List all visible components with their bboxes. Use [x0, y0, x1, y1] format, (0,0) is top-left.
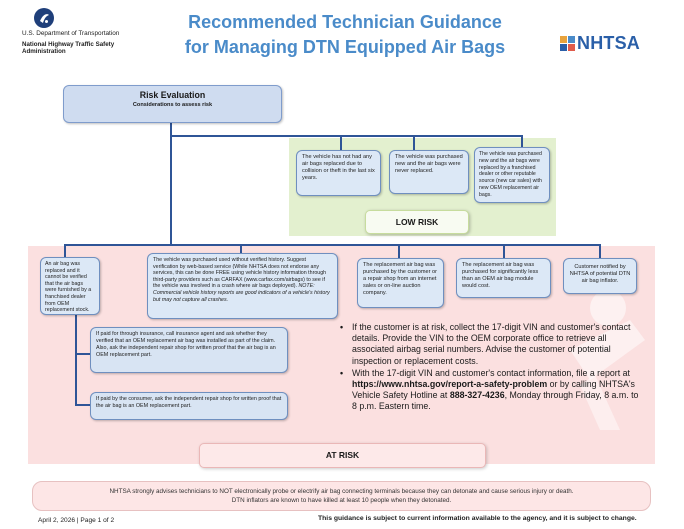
agency-name: National Highway Traffic Safety Administ…	[22, 41, 115, 55]
connector-risk-bar	[64, 244, 600, 246]
connector-low-1	[340, 135, 342, 150]
low-risk-item-2: The vehicle was purchased new and the ai…	[389, 150, 469, 194]
at-risk-item-3: The replacement air bag was purchased by…	[357, 258, 444, 308]
bullet-2: With the 17-digit VIN and customer's con…	[340, 368, 645, 413]
footer-disclaimer: This guidance is subject to current info…	[318, 515, 637, 522]
at-risk-item-5: Customer notified by NHTSA of potential …	[563, 258, 637, 294]
warning-line-1: NHTSA strongly advises technicians to NO…	[109, 488, 574, 495]
low-risk-label: LOW RISK	[365, 210, 469, 234]
risk-evaluation-heading: Risk Evaluation	[139, 90, 206, 100]
connector-risk-3	[398, 244, 400, 258]
at-risk-item-1: An air bag was replaced and it cannot be…	[40, 257, 100, 315]
brand-text: NHTSA	[577, 33, 640, 53]
connector-low-3	[521, 135, 523, 150]
title-line-1: Recommended Technician Guidance	[188, 12, 502, 32]
connector-sub-1	[75, 353, 90, 355]
guidance-bullets: If the customer is at risk, collect the …	[340, 322, 645, 414]
low-risk-item-1: The vehicle has not had any air bags rep…	[296, 150, 381, 196]
at-risk-item-2-note: NOTE: Commercial vehicle history reports…	[153, 283, 330, 303]
connector-low-2	[413, 135, 415, 150]
connector-low-bar	[170, 135, 523, 137]
page-title: Recommended Technician Guidance for Mana…	[150, 10, 540, 60]
at-risk-item-4: The replacement air bag was purchased fo…	[456, 258, 551, 298]
risk-evaluation-box: Risk Evaluation Considerations to assess…	[63, 85, 282, 123]
connector-root-down	[170, 121, 172, 136]
department-name: U.S. Department of Transportation	[22, 30, 120, 37]
at-risk-sub-item-2: If paid by the consumer, ask the indepen…	[90, 392, 288, 420]
connector-sub-2	[75, 404, 90, 406]
warning-line-2: DTN inflators are known to have killed a…	[231, 497, 452, 504]
connector-risk-1	[64, 244, 66, 258]
at-risk-label: AT RISK	[199, 443, 486, 468]
connector-risk-2	[240, 244, 242, 254]
at-risk-item-2: The vehicle was purchased used without v…	[147, 253, 338, 319]
low-risk-item-3: The vehicle was purchased new and the ai…	[474, 147, 550, 203]
bullet-2-mid: or by calling NHTSA's Vehicle Safety Hot…	[352, 379, 635, 401]
connector-sub-vertical	[75, 314, 77, 404]
hotline-number: 888-327-4236	[449, 390, 505, 401]
connector-root-risk	[170, 136, 172, 245]
risk-evaluation-sub: Considerations to assess risk	[132, 102, 213, 108]
footer-date: April 2, 2026 | Page 1 of 2	[38, 517, 115, 524]
at-risk-sub-item-1: If paid for through insurance, call insu…	[90, 327, 288, 373]
report-link[interactable]: https://www.nhtsa.gov/report-a-safety-pr…	[352, 379, 548, 390]
bullet-2-pre: With the 17-digit VIN and customer's con…	[352, 367, 630, 378]
connector-risk-5	[599, 244, 601, 258]
bullet-1: If the customer is at risk, collect the …	[340, 322, 645, 367]
dot-seal-icon	[34, 8, 54, 28]
bullet-2-post: , Monday through Friday, 8 a.m. to 8 p.m…	[352, 390, 639, 412]
connector-risk-4	[503, 244, 505, 258]
warning-box: NHTSA strongly advises technicians to NO…	[32, 481, 651, 511]
title-line-2: for Managing DTN Equipped Air Bags	[184, 37, 506, 57]
at-risk-item-2-text: The vehicle was purchased used without v…	[153, 257, 327, 290]
